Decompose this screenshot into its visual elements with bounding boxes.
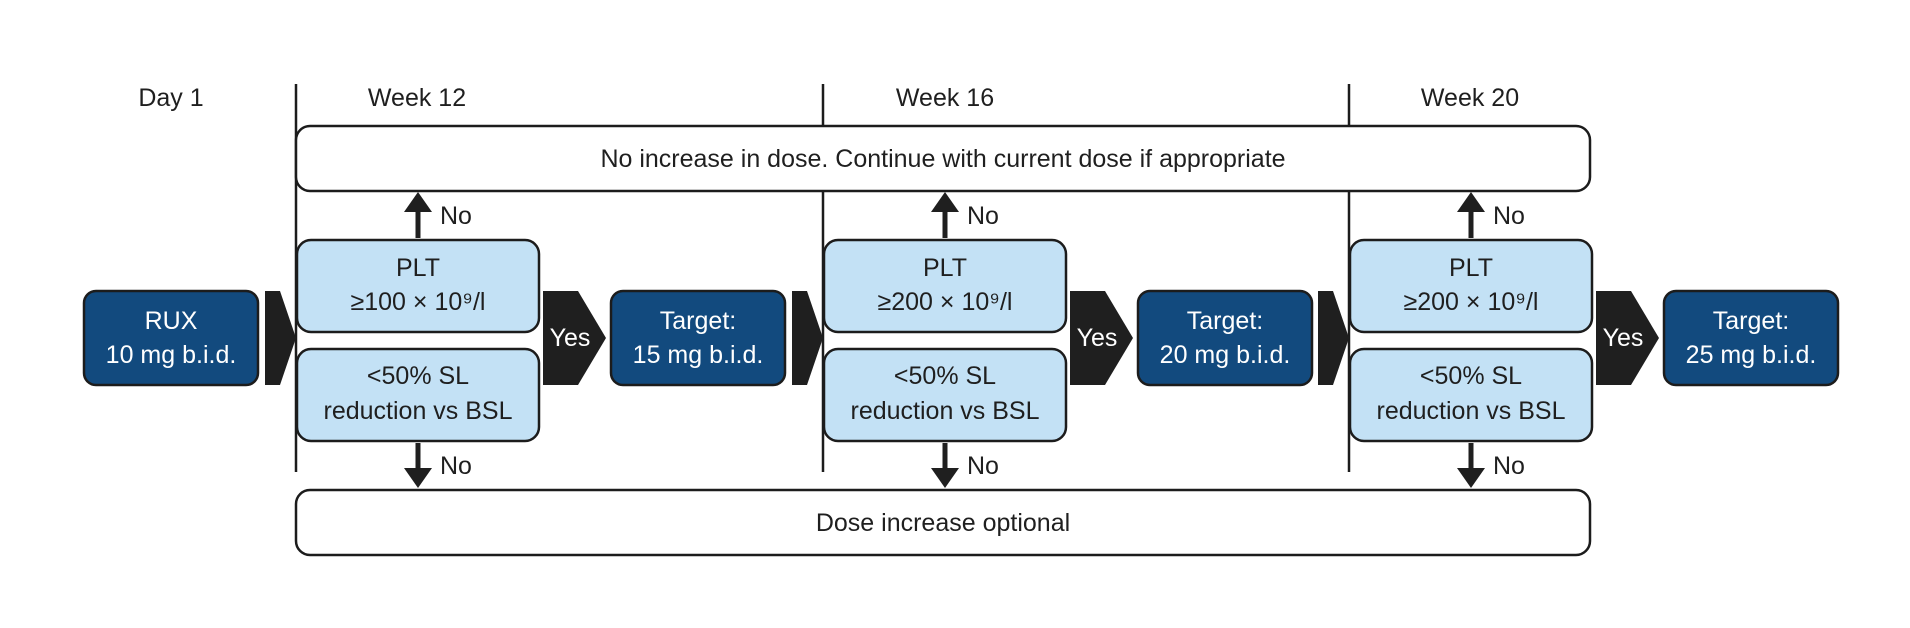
step2-no-down-label: No (967, 452, 999, 480)
step1-target-line1: Target: (660, 307, 736, 335)
step2-no-down-arrowhead (931, 468, 959, 488)
step3-yes-arrow (1596, 291, 1659, 385)
step1-no-up-label: No (440, 202, 472, 230)
step3-target-line2: 25 mg b.i.d. (1686, 341, 1817, 369)
step1-yes-label: Yes (550, 324, 591, 352)
step2-no-up-label: No (967, 202, 999, 230)
time-label-week-20: Week 20 (1421, 84, 1519, 112)
step3-sl-line2: reduction vs BSL (1377, 397, 1566, 425)
step1-target-box (609, 289, 787, 387)
dose-increase-optional-box (294, 488, 1592, 557)
time-label-week-16: Week 16 (896, 84, 994, 112)
no-increase-box (294, 124, 1592, 193)
step3-sl-line1: <50% SL (1420, 362, 1522, 390)
step2-yes-label: Yes (1077, 324, 1118, 352)
step2-no-up-arrowhead (931, 192, 959, 212)
step2-chevron (792, 291, 823, 385)
step1-no-down-label: No (440, 452, 472, 480)
step2-sl-line2: reduction vs BSL (851, 397, 1040, 425)
step1-target-line2: 15 mg b.i.d. (633, 341, 764, 369)
step3-target-box (1662, 289, 1840, 387)
step3-plt-line2: ≥200 × 10⁹/l (1404, 288, 1539, 316)
step3-no-up-arrowhead (1457, 192, 1485, 212)
step3-sl-box (1348, 347, 1594, 443)
step1-plt-line1: PLT (396, 254, 440, 282)
step3-chevron (1318, 291, 1349, 385)
time-label-week-12: Week 12 (368, 84, 466, 112)
start-dose-line1: RUX (145, 307, 198, 335)
start-dose-line2: 10 mg b.i.d. (106, 341, 237, 369)
step1-no-up-arrowhead (404, 192, 432, 212)
step2-sl-box (822, 347, 1068, 443)
dose-increase-optional-text: Dose increase optional (816, 509, 1070, 537)
step3-plt-line1: PLT (1449, 254, 1493, 282)
step2-plt-line1: PLT (923, 254, 967, 282)
no-increase-text: No increase in dose. Continue with curre… (600, 145, 1285, 173)
step2-target-line2: 20 mg b.i.d. (1160, 341, 1291, 369)
step1-sl-line2: reduction vs BSL (324, 397, 513, 425)
step1-sl-line1: <50% SL (367, 362, 469, 390)
step3-target-line1: Target: (1713, 307, 1789, 335)
step3-no-down-label: No (1493, 452, 1525, 480)
start-dose-box (82, 289, 260, 387)
step1-yes-arrow (543, 291, 606, 385)
step3-no-up-label: No (1493, 202, 1525, 230)
step2-plt-line2: ≥200 × 10⁹/l (878, 288, 1013, 316)
step1-plt-line2: ≥100 × 10⁹/l (351, 288, 486, 316)
step2-sl-line1: <50% SL (894, 362, 996, 390)
time-label-day-1: Day 1 (138, 84, 203, 112)
step1-no-down-arrowhead (404, 468, 432, 488)
step2-plt-box (822, 238, 1068, 334)
step3-plt-box (1348, 238, 1594, 334)
step1-chevron (265, 291, 296, 385)
step2-yes-arrow (1070, 291, 1133, 385)
step3-no-down-arrowhead (1457, 468, 1485, 488)
step1-plt-box (295, 238, 541, 334)
step2-target-box (1136, 289, 1314, 387)
step1-sl-box (295, 347, 541, 443)
step2-target-line1: Target: (1187, 307, 1263, 335)
step3-yes-label: Yes (1603, 324, 1644, 352)
